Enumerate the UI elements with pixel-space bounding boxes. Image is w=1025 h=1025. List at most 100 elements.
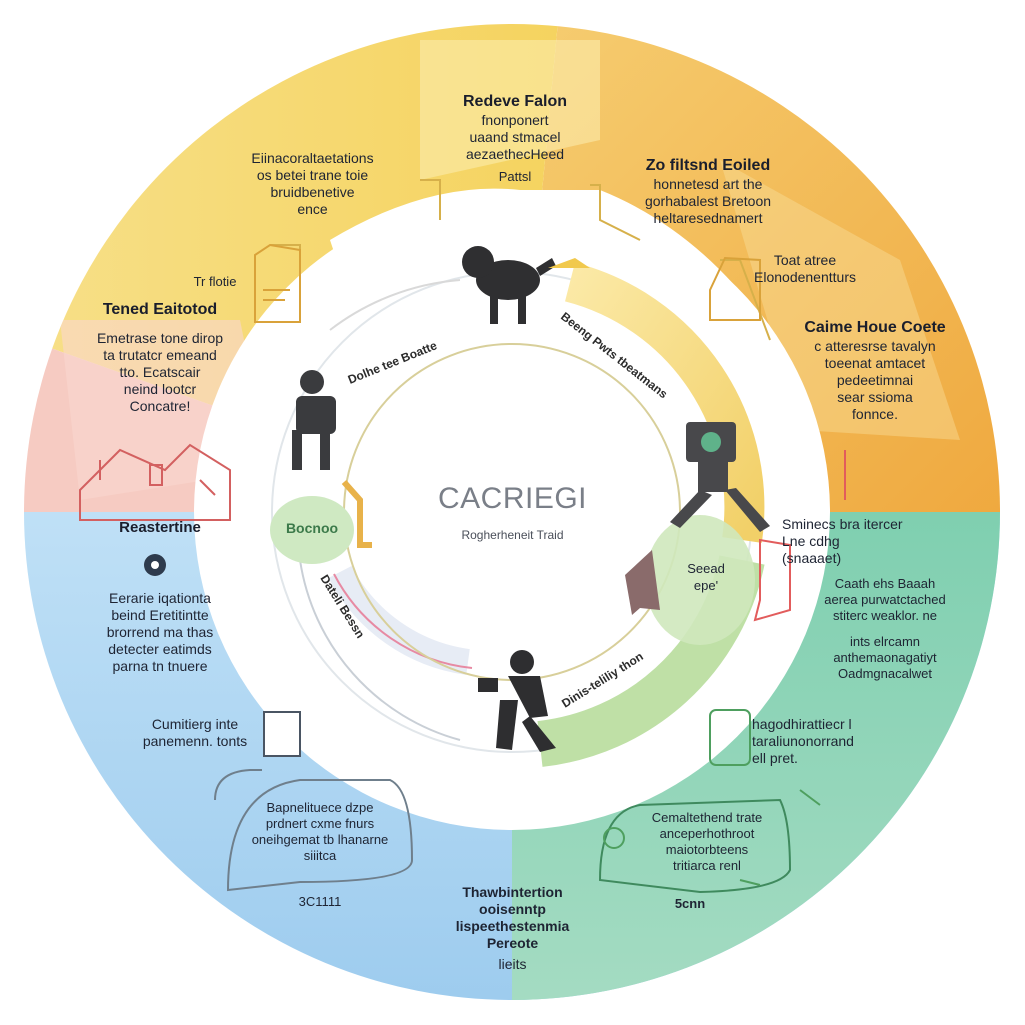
bottom-right-box-line: tritiarca renl bbox=[673, 858, 741, 873]
segment-left-lower: Reastertine Eerarie iqationta beind Eret… bbox=[60, 518, 260, 675]
segment-left-lower-line: Eerarie iqationta bbox=[109, 590, 211, 606]
left-badge-label: Bocnoo bbox=[285, 520, 339, 536]
key-icon bbox=[603, 709, 821, 886]
segment-right-line: pedeetimnai bbox=[836, 372, 914, 388]
segment-bottom-right-line: ell pret. bbox=[752, 750, 798, 766]
segment-right-mid-line: (snaaaet) bbox=[782, 550, 842, 566]
yellow-arc bbox=[564, 262, 765, 543]
segment-right-lower-line: Oadmgnacalwet bbox=[838, 666, 932, 681]
segment-top-line: fnonponert bbox=[481, 112, 549, 128]
segment-left-lower-line: brorrend ma thas bbox=[106, 624, 214, 640]
segment-top-heading: Redeve Falon bbox=[462, 93, 568, 110]
center-subtitle: Rogherheneit Traid bbox=[461, 528, 564, 542]
segment-bottom: Thawbintertion ooisenntp lispeethestenmi… bbox=[430, 884, 595, 973]
segment-top-left-line: ence bbox=[297, 201, 328, 217]
segment-top-tag: Pattsl bbox=[498, 169, 532, 184]
right-inner-line: Seead bbox=[687, 561, 725, 576]
segment-right-lower-line: anthemaonagatiyt bbox=[833, 650, 937, 665]
segment-left-line: tto. Ecatscair bbox=[119, 364, 201, 380]
segment-bottom-left-line: Cumitierg inte bbox=[151, 716, 239, 732]
segment-right-lower: Caath ehs Baaah aerea purwatctached stit… bbox=[800, 576, 970, 682]
segment-bottom-left: Cumitierg inte panemenn. tonts bbox=[130, 716, 260, 750]
dog-icon bbox=[462, 246, 556, 324]
segment-left-lower-line: beind Eretitintte bbox=[111, 607, 209, 623]
bottom-left-box-line: prdnert cxme fnurs bbox=[265, 816, 375, 831]
segment-bottom-right-line: hagodhirattiecr l bbox=[752, 716, 852, 732]
segment-left: Tened Eaitotod Emetrase tone dirop ta tr… bbox=[60, 300, 260, 415]
ghost-icon bbox=[625, 550, 660, 615]
segment-bottom-line: lispeethestenmia bbox=[455, 918, 570, 934]
bottom-right-box-line: Cemaltethend trate bbox=[651, 810, 763, 825]
segment-bottom-line: ooisenntp bbox=[479, 901, 546, 917]
bottom-right-box-tag: 5cnn bbox=[674, 896, 706, 911]
segment-top-right-heading: Zo filtsnd Eoiled bbox=[645, 157, 771, 174]
segment-left-lower-line: detecter eatimds bbox=[108, 641, 212, 657]
bottom-left-box-outline bbox=[226, 779, 414, 892]
document-icon bbox=[263, 711, 301, 757]
segment-right-lower-line: ints elrcamn bbox=[849, 634, 921, 649]
segment-right-upper-line: Toat atree bbox=[773, 252, 837, 268]
segment-top-right-line: gorhabalest Bretoon bbox=[644, 193, 772, 209]
right-inner-label: Seead epe' bbox=[676, 560, 736, 594]
segment-right-heading: Caime Houe Coete bbox=[804, 319, 946, 336]
segment-bottom-left-line: panemenn. tonts bbox=[142, 733, 248, 749]
segment-right-lower-line: stiterc weaklor. ne bbox=[832, 608, 938, 623]
segment-top-right: Zo filtsnd Eoiled honnetesd art the gorh… bbox=[618, 156, 798, 227]
bottom-left-box-line: oneihgemat tb lhanarne bbox=[251, 832, 389, 847]
bottom-right-box-line: anceperhothroot bbox=[659, 826, 755, 841]
segment-left-heading: Tened Eaitotod bbox=[102, 301, 218, 318]
segment-top-line: aezaethecHeed bbox=[465, 146, 565, 162]
segment-right-upper: Toat atree Elonodenentturs bbox=[730, 252, 880, 286]
segment-right-line: fonnce. bbox=[852, 406, 898, 422]
house-icon bbox=[79, 443, 231, 521]
bottom-right-box-line: maiotorbteens bbox=[665, 842, 749, 857]
segment-bottom-right-line: taraliunonorrand bbox=[752, 733, 854, 749]
segment-bottom-line: lieits bbox=[498, 956, 527, 972]
book-icon bbox=[254, 243, 301, 323]
segment-top-right-line: heltaresednamert bbox=[653, 210, 763, 226]
bottom-left-box-line: siiitca bbox=[303, 848, 337, 863]
segment-right: Caime Houe Coete c atteresrse tavalyn to… bbox=[780, 318, 970, 423]
segment-right-upper-line: Elonodenentturs bbox=[754, 269, 856, 285]
segment-left-lower-line: parna tn tnuere bbox=[112, 658, 208, 674]
segment-left-line: ta trutatcr emeand bbox=[103, 347, 217, 363]
segment-top: Redeve Falon fnonponert uaand stmacel ae… bbox=[430, 92, 600, 185]
blue-arc bbox=[328, 565, 470, 675]
person-sitting-icon bbox=[292, 370, 336, 470]
segment-top-left: Eiinacoraltaetations os betei trane toie… bbox=[215, 150, 410, 218]
segment-right-mid: Sminecs bra itercer Lne cdhg (snaaaet) bbox=[782, 516, 932, 567]
robot-icon bbox=[670, 422, 770, 532]
segment-top-left-line: os betei trane toie bbox=[256, 167, 369, 183]
segment-bottom-right: hagodhirattiecr l taraliunonorrand ell p… bbox=[752, 716, 882, 767]
segment-right-line: c atteresrse tavalyn bbox=[814, 338, 936, 354]
bottom-left-box-line: Bapnelituece dzpe bbox=[266, 800, 374, 815]
segment-right-mid-line: Lne cdhg bbox=[782, 533, 840, 549]
pin-icon bbox=[144, 554, 166, 576]
segment-left-lower-heading: Reastertine bbox=[119, 519, 201, 536]
segment-bottom-line: Thawbintertion bbox=[462, 884, 563, 900]
segment-top-right-line: honnetesd art the bbox=[653, 176, 763, 192]
person-walking-icon bbox=[478, 650, 556, 752]
segment-right-lower-line: Caath ehs Baaah bbox=[834, 576, 936, 591]
center-title: CACRIEGI bbox=[437, 482, 588, 515]
segment-left-line: Concatre! bbox=[129, 398, 191, 414]
bottom-left-box-tag: 3C1111 bbox=[298, 894, 342, 909]
bottom-right-box: Cemaltethend trate anceperhothroot maiot… bbox=[632, 810, 782, 874]
segment-right-line: toeenat amtacet bbox=[824, 355, 926, 371]
segment-top-left-line: bruidbenetive bbox=[270, 184, 355, 200]
segment-left-line: Emetrase tone dirop bbox=[96, 330, 224, 346]
trophy-icon bbox=[709, 256, 761, 321]
left-badge-blob bbox=[270, 496, 354, 564]
left-small-label: Tr flotie bbox=[193, 274, 237, 289]
segment-top-line: uaand stmacel bbox=[469, 129, 561, 145]
segment-right-mid-line: Sminecs bra itercer bbox=[782, 516, 903, 532]
segment-left-line: neind lootcr bbox=[123, 381, 197, 397]
bottom-left-box: Bapnelituece dzpe prdnert cxme fnurs one… bbox=[230, 800, 410, 864]
segment-right-lower-line: aerea purwatctached bbox=[824, 592, 946, 607]
segment-right-line: sear ssioma bbox=[837, 389, 913, 405]
right-inner-line: epe' bbox=[693, 578, 719, 593]
segment-bottom-line: Pereote bbox=[486, 935, 539, 951]
segment-top-left-line: Eiinacoraltaetations bbox=[251, 150, 374, 166]
